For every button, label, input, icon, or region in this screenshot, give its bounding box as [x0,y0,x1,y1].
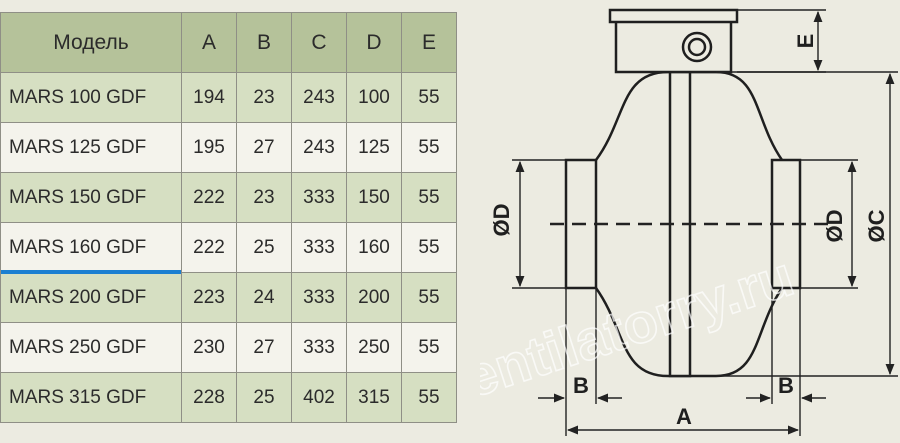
cell-b: 27 [236,322,292,373]
cell-c: 333 [291,172,347,223]
cell-b: 27 [236,122,292,173]
cell-model: MARS 200 GDF [0,272,182,323]
cell-model: MARS 150 GDF [0,172,182,223]
header-a: A [181,12,237,73]
cell-model: MARS 250 GDF [0,322,182,373]
cell-d: 125 [346,122,402,173]
cell-e: 55 [401,72,457,123]
cell-d: 150 [346,172,402,223]
cell-b: 23 [236,172,292,223]
cell-a: 222 [181,172,237,223]
cell-d: 100 [346,72,402,123]
cell-e: 55 [401,222,457,273]
cell-e: 55 [401,372,457,423]
cell-d: 160 [346,222,402,273]
cell-d: 250 [346,322,402,373]
header-d: D [346,12,402,73]
table-row[interactable]: MARS 125 GDF 195 27 243 125 55 [0,122,457,173]
cell-a: 228 [181,372,237,423]
header-c: C [291,12,347,73]
cell-a: 222 [181,222,237,273]
cell-model: MARS 160 GDF [0,222,182,275]
label-b-right: B [778,373,794,398]
table-row[interactable]: MARS 315 GDF 228 25 402 315 55 [0,372,457,423]
cell-d: 315 [346,372,402,423]
cell-e: 55 [401,322,457,373]
table-row[interactable]: MARS 200 GDF 223 24 333 200 55 [0,272,457,323]
cell-model: MARS 100 GDF [0,72,182,123]
cell-c: 333 [291,222,347,273]
fan-dimension-drawing: E ØD ØD ØC B B A ventilatorry.ru [480,8,898,436]
cell-c: 243 [291,72,347,123]
table-header-row: Модель A B C D E [0,12,457,73]
cell-e: 55 [401,122,457,173]
cell-b: 25 [236,372,292,423]
header-e: E [401,12,457,73]
cell-d: 200 [346,272,402,323]
cell-model: MARS 125 GDF [0,122,182,173]
cell-b: 23 [236,72,292,123]
label-b-left: B [573,373,589,398]
cell-a: 223 [181,272,237,323]
table-row[interactable]: MARS 250 GDF 230 27 333 250 55 [0,322,457,373]
header-model: Модель [0,12,182,73]
label-d-left: ØD [489,204,514,237]
table-row[interactable]: MARS 100 GDF 194 23 243 100 55 [0,72,457,123]
cell-b: 24 [236,272,292,323]
dimension-labels: E ØD ØD ØC B B A [489,34,889,429]
cell-e: 55 [401,272,457,323]
cell-a: 230 [181,322,237,373]
watermark-text: ventilatorry.ru [480,244,801,419]
label-c: ØC [864,209,889,242]
label-e: E [793,34,818,49]
cell-b: 25 [236,222,292,273]
cell-c: 333 [291,272,347,323]
cell-c: 402 [291,372,347,423]
table-row[interactable]: MARS 150 GDF 222 23 333 150 55 [0,172,457,223]
dimension-lines [512,9,898,436]
cell-a: 195 [181,122,237,173]
specs-table: Модель A B C D E MARS 100 GDF 194 23 243… [0,12,457,423]
cell-a: 194 [181,72,237,123]
cell-c: 333 [291,322,347,373]
cell-model: MARS 315 GDF [0,372,182,423]
table-row-selected[interactable]: MARS 160 GDF 222 25 333 160 55 [0,222,457,275]
label-d-right: ØD [822,210,847,243]
header-b: B [236,12,292,73]
cell-c: 243 [291,122,347,173]
label-a: A [676,404,692,429]
cell-e: 55 [401,172,457,223]
